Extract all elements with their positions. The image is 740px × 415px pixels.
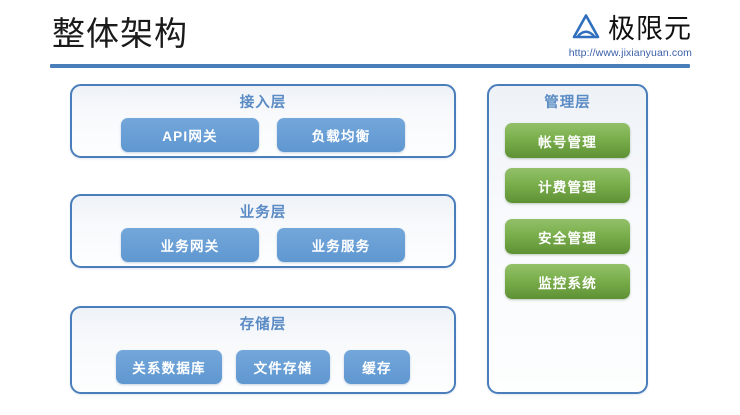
node-load-balancer[interactable]: 负载均衡	[277, 118, 405, 152]
panel-body-business: 业务网关 业务服务	[72, 228, 454, 262]
panel-business-layer: 业务层 业务网关 业务服务	[70, 194, 456, 268]
triangle-logo-icon	[571, 12, 601, 47]
brand-logo: 极限元 http://www.jixianyuan.com	[492, 12, 692, 62]
node-file-storage[interactable]: 文件存储	[236, 350, 330, 384]
panel-access-layer: 接入层 API网关 负载均衡	[70, 84, 456, 158]
title-divider	[50, 64, 690, 68]
panel-body-management: 帐号管理 计费管理 安全管理 监控系统	[489, 116, 646, 386]
logo-url[interactable]: http://www.jixianyuan.com	[568, 47, 692, 59]
panel-title-management: 管理层	[544, 95, 591, 111]
node-billing-management[interactable]: 计费管理	[505, 168, 630, 203]
node-business-gateway[interactable]: 业务网关	[121, 228, 259, 262]
panel-body-storage: 关系数据库 文件存储 缓存	[72, 350, 454, 386]
panel-title-business: 业务层	[239, 205, 287, 221]
panel-title-storage: 存储层	[239, 317, 287, 333]
node-account-management[interactable]: 帐号管理	[505, 123, 630, 158]
panel-storage-layer: 存储层 关系数据库 文件存储 缓存	[70, 306, 456, 394]
node-business-service[interactable]: 业务服务	[277, 228, 405, 262]
panel-body-access: API网关 负载均衡	[72, 118, 454, 152]
panel-title-access: 接入层	[239, 95, 287, 111]
node-monitoring-system[interactable]: 监控系统	[505, 264, 630, 299]
node-cache[interactable]: 缓存	[344, 350, 410, 384]
logo-wordmark: 极限元	[608, 14, 692, 44]
node-relational-database[interactable]: 关系数据库	[116, 350, 222, 384]
node-api-gateway[interactable]: API网关	[121, 118, 259, 152]
panel-management-layer: 管理层 帐号管理 计费管理 安全管理 监控系统	[487, 84, 648, 394]
node-security-management[interactable]: 安全管理	[505, 219, 630, 254]
page-title: 整体架构	[52, 15, 188, 52]
